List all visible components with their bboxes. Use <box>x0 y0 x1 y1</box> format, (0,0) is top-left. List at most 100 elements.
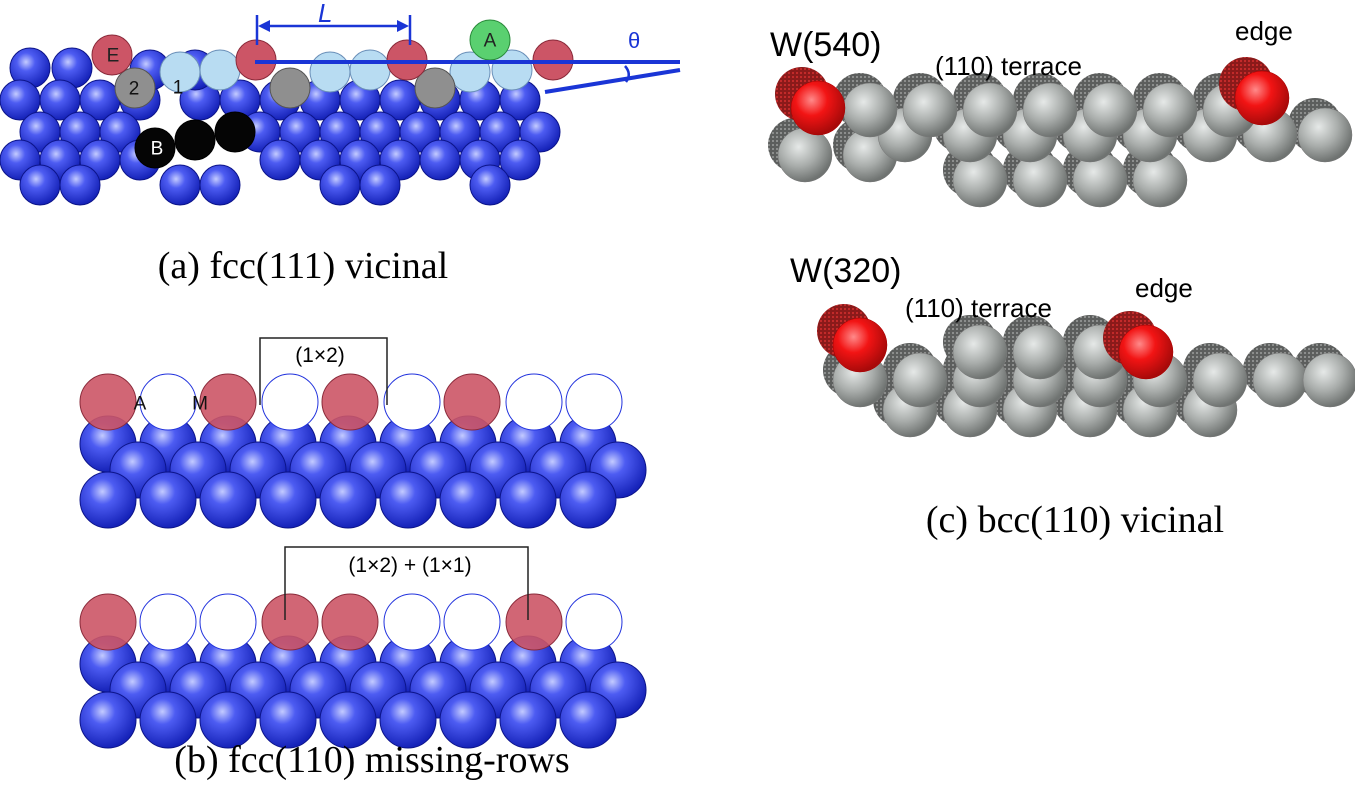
tungsten-atom <box>1297 107 1353 163</box>
substrate-atom <box>79 691 137 749</box>
panel-a-fcc111-vicinal: E A 2 1B θ L (a) fcc(111) vicinal <box>0 0 681 287</box>
tungsten-atom <box>1142 82 1198 138</box>
vicinal-slope-line <box>544 68 681 94</box>
substrate-atom <box>319 471 377 529</box>
w540-edge-label: edge <box>1235 16 1293 46</box>
tungsten-atom <box>902 82 958 138</box>
adatom-row-atom <box>443 373 501 431</box>
tungsten-atom <box>1302 352 1355 408</box>
substrate-atom <box>199 164 241 206</box>
panel-b-bottom-surface <box>79 593 647 749</box>
substrate-atom <box>139 471 197 529</box>
substrate-atom <box>19 164 61 206</box>
missing-row-site <box>443 593 501 651</box>
substrate-atom <box>159 164 201 206</box>
missing-row-site <box>383 593 441 651</box>
panel-a-caption: (a) fcc(111) vicinal <box>158 245 448 287</box>
bulk-atom-black <box>214 111 256 153</box>
tungsten-atom <box>777 127 833 183</box>
substrate-atom <box>259 471 317 529</box>
substrate-atom <box>559 691 617 749</box>
w540-terrace-label: (110) terrace <box>935 51 1082 81</box>
missing-row-site <box>565 593 623 651</box>
edge-atom <box>1118 324 1174 380</box>
row-atom-grey <box>269 67 311 109</box>
substrate-atom <box>439 691 497 749</box>
terrace-width-arrowhead-right <box>397 20 409 32</box>
tungsten-atom <box>892 352 948 408</box>
w320-label: W(320) <box>790 252 901 290</box>
panel-c-w320-model <box>817 304 1355 438</box>
missing-row-site <box>139 593 197 651</box>
row-atom-grey <box>114 67 156 109</box>
substrate-atom <box>499 471 557 529</box>
bottom-unit-cell-label: (1×2) + (1×1) <box>348 554 471 577</box>
missing-row-site <box>139 373 197 431</box>
substrate-atom <box>59 164 101 206</box>
adatom-row-atom <box>199 373 257 431</box>
terrace-width-label: L <box>318 0 332 28</box>
substrate-atom <box>559 471 617 529</box>
tungsten-atom <box>1022 82 1078 138</box>
tungsten-atom <box>952 324 1008 380</box>
substrate-atom <box>379 471 437 529</box>
edge-atom <box>91 34 133 76</box>
substrate-atom <box>419 139 461 181</box>
bulk-atom-black <box>174 119 216 161</box>
theta-label: θ <box>628 28 640 53</box>
terrace-atom <box>199 49 241 91</box>
missing-row-site <box>565 373 623 431</box>
missing-row-site <box>383 373 441 431</box>
tungsten-atom <box>842 82 898 138</box>
theta-angle-arc <box>624 65 630 83</box>
tungsten-atom <box>1192 352 1248 408</box>
edge-atom <box>832 317 888 373</box>
atom-label-2: 2 <box>129 79 140 100</box>
panel-c-w540-model <box>768 57 1353 208</box>
substrate-atom <box>469 164 511 206</box>
substrate-atom <box>499 691 557 749</box>
substrate-atom <box>439 471 497 529</box>
atom-label-b: B <box>151 139 164 160</box>
panel-b-fcc110-missing-rows: A M (1×2) (1×2) + (1×1) (b) fcc(110) miss… <box>79 337 647 781</box>
atom-label-e: E <box>107 46 120 67</box>
substrate-atom <box>499 139 541 181</box>
edge-atom <box>1234 70 1290 126</box>
bulk-atom-black <box>134 127 176 169</box>
tungsten-atom <box>962 82 1018 138</box>
panel-c-caption: (c) bcc(110) vicinal <box>926 499 1224 541</box>
tungsten-atom <box>1072 152 1128 208</box>
adatom-row-atom <box>505 593 563 651</box>
tungsten-atom <box>1012 324 1068 380</box>
substrate-atom <box>259 691 317 749</box>
adatom-row-atom <box>79 593 137 651</box>
edge-atom <box>790 80 846 136</box>
missing-row-site <box>199 593 257 651</box>
missing-row-site <box>261 373 319 431</box>
substrate-atom <box>319 691 377 749</box>
adatom-row-atom <box>321 373 379 431</box>
panel-b-caption: (b) fcc(110) missing-rows <box>174 739 569 781</box>
atom-label-m: M <box>192 394 208 415</box>
substrate-atom <box>199 471 257 529</box>
w320-terrace-label: (110) terrace <box>905 293 1052 323</box>
adatom-row-atom <box>261 593 319 651</box>
tungsten-atom <box>1252 352 1308 408</box>
terrace-atom <box>309 51 351 93</box>
substrate-atom <box>379 691 437 749</box>
missing-row-site <box>505 373 563 431</box>
substrate-atom <box>79 471 137 529</box>
tungsten-atom <box>1082 82 1138 138</box>
adatom-row-atom <box>79 373 137 431</box>
top-unit-cell-bracket <box>259 337 388 405</box>
bottom-unit-cell-bracket <box>284 546 529 620</box>
adatom-row-atom <box>321 593 379 651</box>
top-unit-cell-label: (1×2) <box>295 344 345 367</box>
terrace-atom <box>349 49 391 91</box>
w320-edge-label: edge <box>1135 273 1193 303</box>
atom-label-1: 1 <box>173 78 184 99</box>
atom-label-a: A <box>134 394 147 415</box>
substrate-atom <box>99 111 141 153</box>
atom-label-a: A <box>484 31 497 52</box>
